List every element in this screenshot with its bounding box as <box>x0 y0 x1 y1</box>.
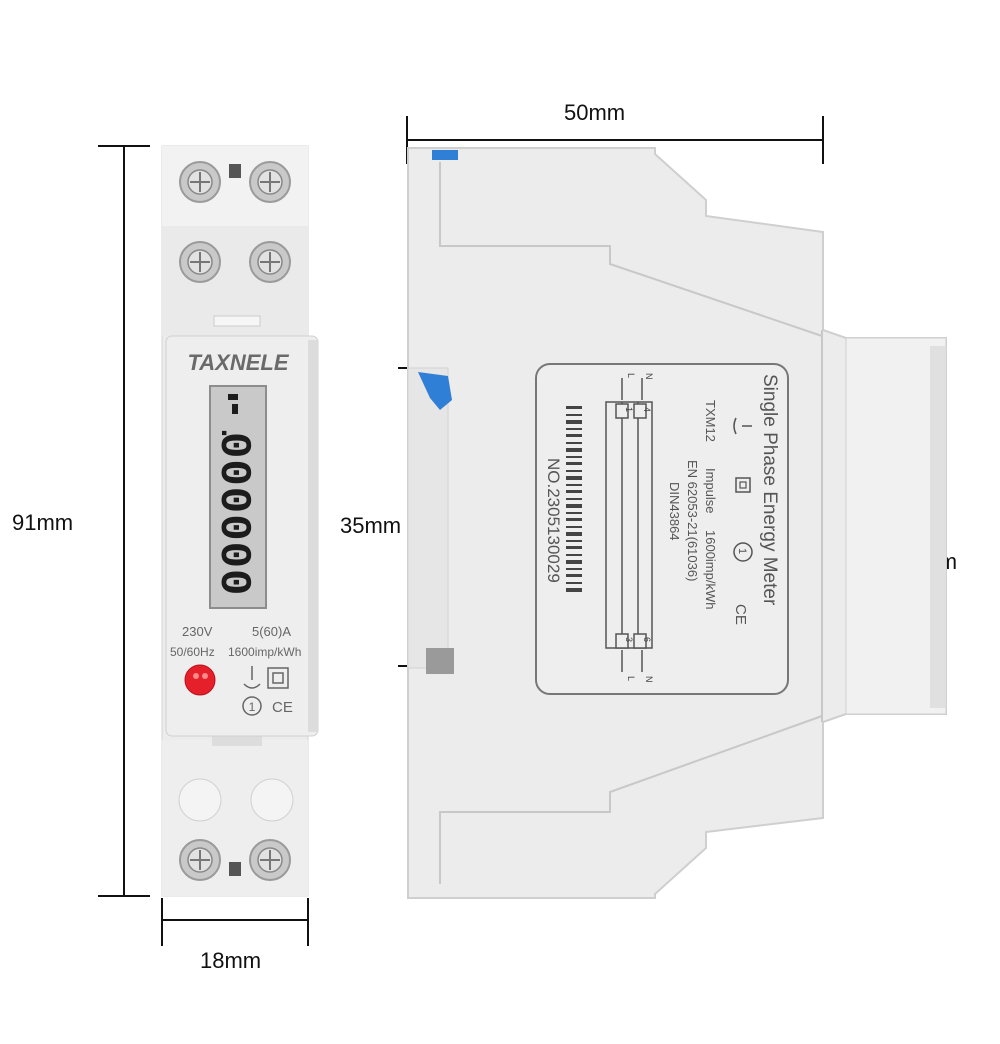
lcd-decimal: . <box>212 424 246 442</box>
terminal-screws <box>178 161 294 881</box>
voltage-rating: 230V <box>182 624 213 639</box>
pin-4: 4 <box>642 407 652 412</box>
lcd-digits: 000000 <box>208 432 258 596</box>
terminal-in-n: N <box>644 373 654 380</box>
label-standard: EN 62053-21(61036) <box>685 460 700 581</box>
terminal-out-l: L <box>626 676 636 681</box>
label-title: Single Phase Energy Meter <box>759 374 780 606</box>
terminal-in-l: L <box>626 373 636 378</box>
brand-logo: TAXNELE <box>187 350 289 375</box>
label-impulse-value: 1600imp/kWh <box>703 530 718 609</box>
pin-1: 1 <box>624 407 634 412</box>
side-label: L N 1 4 3 6 L N Single Phase Energy Mete… <box>535 363 789 695</box>
double-insulation-icon <box>735 477 751 493</box>
screw-icon <box>179 839 221 881</box>
ce-mark-label: CE <box>732 604 749 625</box>
pin-3: 3 <box>624 637 634 642</box>
frequency-rating: 50/60Hz <box>170 645 215 659</box>
label-din: DIN43864 <box>667 482 682 541</box>
screw-icon <box>249 839 291 881</box>
double-insulation-icon <box>267 667 289 689</box>
screw-icon <box>179 161 221 203</box>
pulse-led-icon <box>184 664 216 696</box>
barcode-icon <box>566 406 582 592</box>
label-impulse: Impulse <box>703 468 718 514</box>
rail-dimension-label: 35mm <box>340 513 402 538</box>
current-rating: 5(60)A <box>252 624 291 639</box>
class-symbol-front: 1 <box>249 700 256 714</box>
ce-mark-front: CE <box>272 699 293 716</box>
earth-symbol-icon <box>733 417 752 435</box>
label-model: TXM12 <box>703 400 718 442</box>
depth-dimension-label: 50mm <box>564 100 626 125</box>
wiring-diagram <box>605 378 653 672</box>
din-clip-icon <box>418 150 458 410</box>
label-serial: NO.2305130029 <box>544 458 563 583</box>
screw-icon <box>249 161 291 203</box>
earth-symbol-icon <box>243 666 261 689</box>
terminal-out-n: N <box>644 676 654 683</box>
impulse-rating: 1600imp/kWh <box>228 645 301 659</box>
width-dimension-label: 18mm <box>200 948 262 973</box>
height-dimension-label: 91mm <box>12 510 74 535</box>
class-symbol-label: 1 <box>736 548 748 554</box>
lcd-display <box>209 385 267 609</box>
class-circle-icon <box>733 542 753 562</box>
class-circle-icon <box>242 696 262 716</box>
pin-6: 6 <box>642 637 652 642</box>
screw-icon <box>179 241 221 283</box>
screw-icon <box>249 241 291 283</box>
